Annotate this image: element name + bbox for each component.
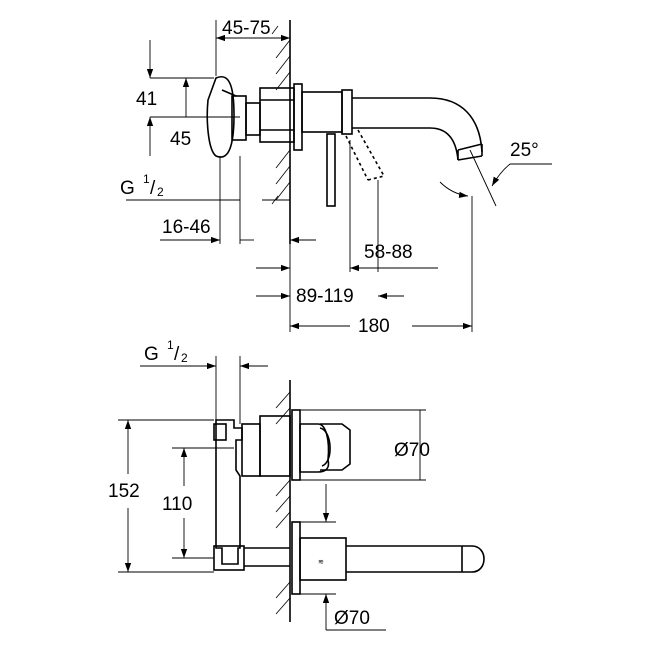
dim-diameter-top: Ø70 [394, 440, 430, 461]
thread-num-front: 1 [167, 338, 174, 352]
dim-depth-range: 45-75 [222, 18, 271, 39]
thread-slash-side: / [150, 178, 156, 199]
dim-180: 180 [358, 316, 390, 337]
thread-label-front: G [144, 344, 159, 365]
dim-16-46: 16-46 [162, 217, 211, 238]
angle-25: 25° [510, 140, 539, 161]
thread-label-side: G [120, 178, 135, 199]
thread-num-side: 1 [143, 172, 150, 186]
thread-den-side: 2 [157, 185, 164, 199]
front-view: ≋ G 1 / 2 152 110 Ø70 Ø70 [108, 338, 485, 631]
dim-89-119: 89-119 [296, 286, 354, 307]
dim-diameter-bottom: Ø70 [334, 608, 370, 629]
thread-slash-front: / [174, 344, 180, 365]
dim-41: 41 [136, 89, 157, 110]
dim-110: 110 [162, 494, 192, 515]
brand-mark: ≋ [318, 559, 324, 566]
mixer-body-side [206, 75, 483, 207]
mixer-body-front: ≋ [213, 409, 485, 595]
thread-den-front: 2 [181, 351, 188, 365]
wall-hatch-side [271, 20, 291, 244]
dim-45: 45 [170, 129, 191, 150]
dim-152: 152 [108, 481, 140, 502]
side-view: 45-75 41 45 G 1 / 2 16-46 58-88 89-119 [120, 18, 552, 337]
dim-58-88: 58-88 [364, 242, 413, 263]
